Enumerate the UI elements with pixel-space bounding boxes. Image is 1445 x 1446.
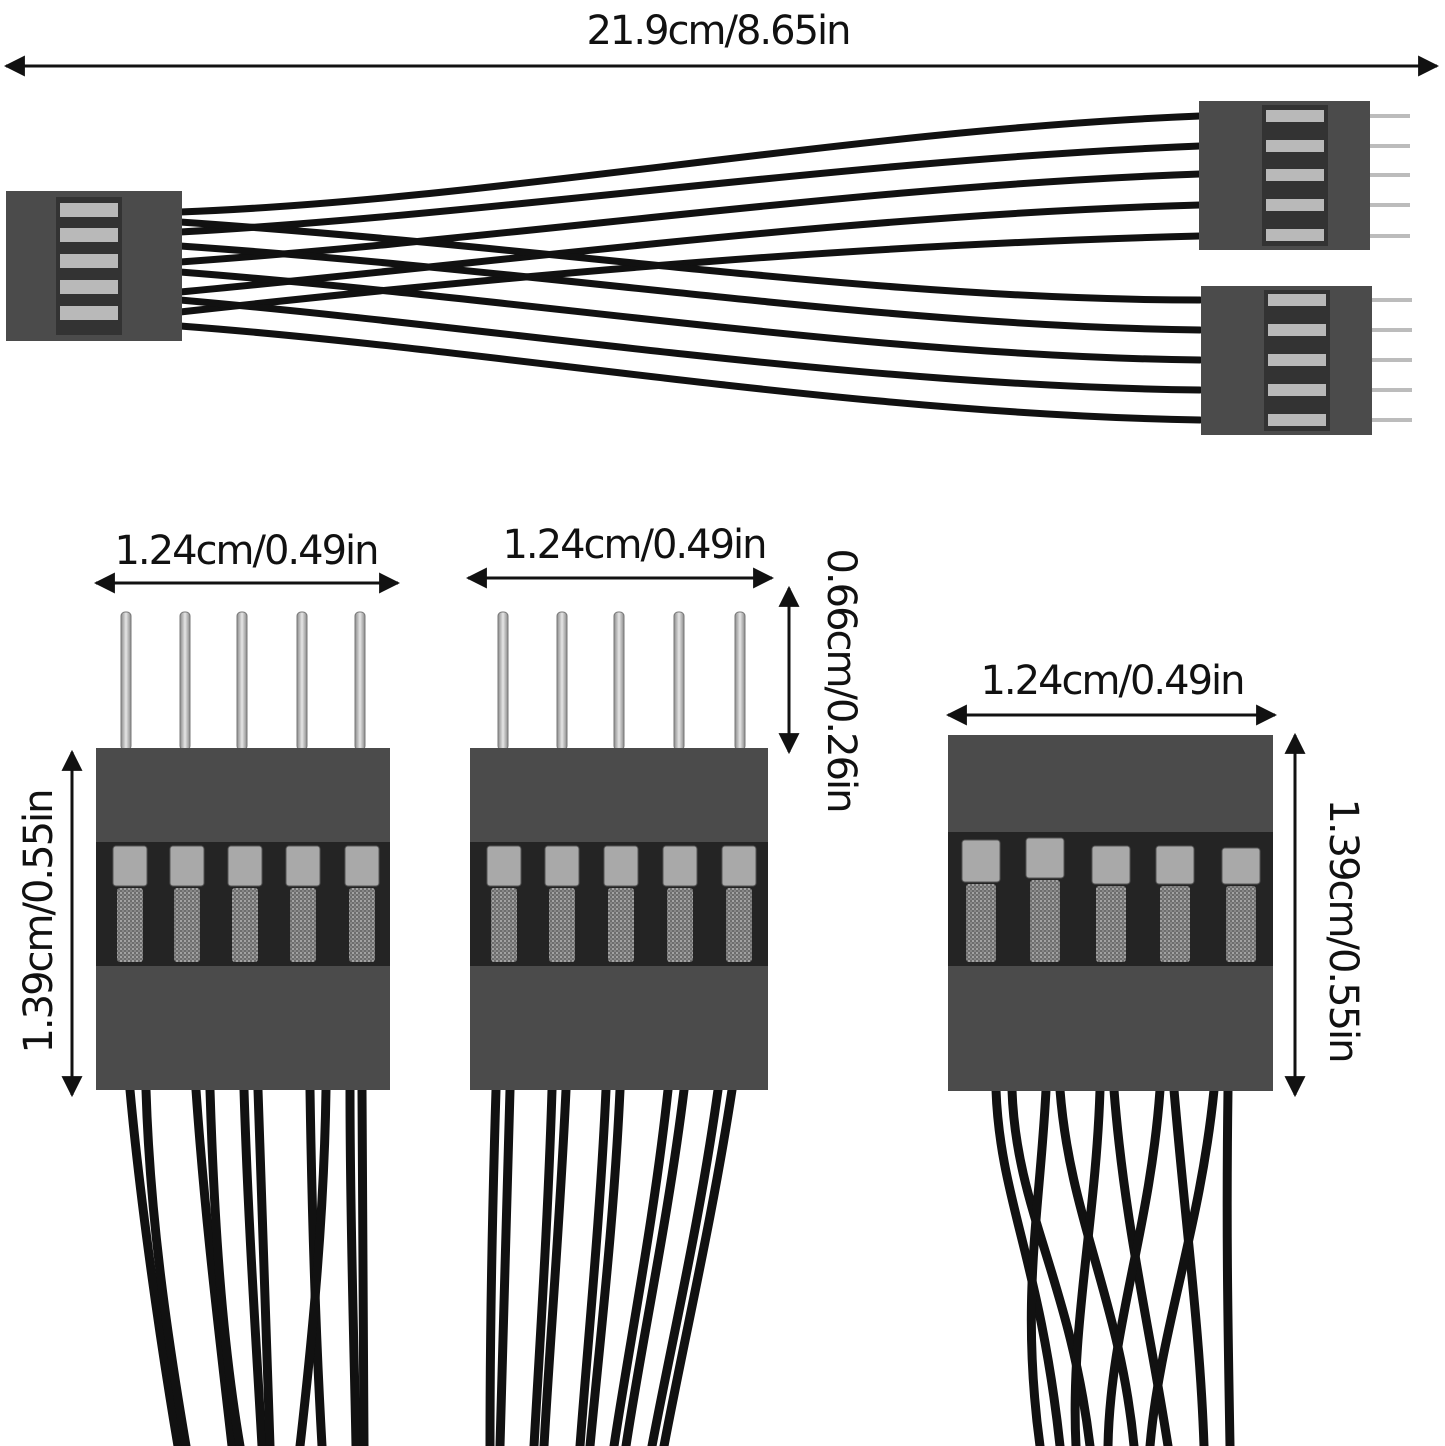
male-b-width-label: 1.24cm/0.49in [502,522,765,568]
top-male-connector-lower [1201,286,1412,435]
pin-length-label: 0.66cm/0.26in [818,548,864,811]
male-height-label: 1.39cm/0.55in [16,790,62,1053]
male-a-width-dimension: 1.24cm/0.49in [93,528,401,594]
female-housing [948,735,1273,1091]
male-b-housing [470,748,768,1090]
top-female-connector [6,191,182,341]
female-width-dimension: 1.24cm/0.49in [945,658,1278,726]
top-male-connector-upper [1199,101,1410,250]
male-b-width-dimension: 1.24cm/0.49in [465,522,775,589]
male-a-width-label: 1.24cm/0.49in [114,528,377,574]
male-a-housing [96,748,390,1090]
top-wires [176,112,1204,424]
total-length-dimension: 21.9cm/8.65in [3,8,1440,77]
male-b-pins [497,611,746,751]
female-wires [991,1085,1235,1446]
male-a-pins [120,611,366,751]
male-height-dimension: 1.39cm/0.55in [16,749,83,1098]
male-a-wires [125,1085,369,1446]
female-width-label: 1.24cm/0.49in [980,658,1243,704]
pin-length-dimension: 0.66cm/0.26in [778,548,864,812]
female-height-dimension: 1.39cm/0.55in [1284,732,1366,1098]
total-length-label: 21.9cm/8.65in [586,8,849,54]
female-height-label: 1.39cm/0.55in [1320,798,1366,1061]
male-b-wires [485,1085,737,1446]
